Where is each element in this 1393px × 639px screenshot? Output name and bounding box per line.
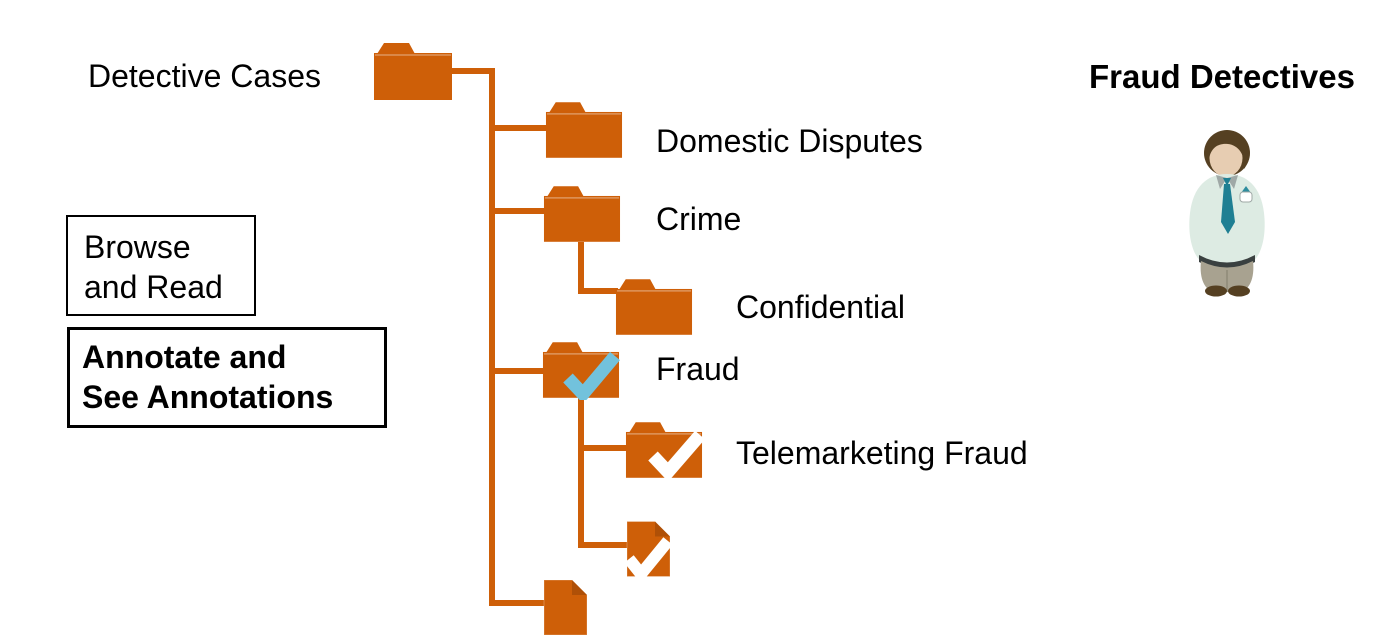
white-check-icon — [645, 430, 707, 478]
tree-node-label: Crime — [656, 201, 742, 237]
tree-root-label: Detective Cases — [88, 58, 321, 94]
annotate-box: Annotate and See Annotations — [67, 327, 387, 428]
tree-node-label: Confidential — [736, 289, 905, 325]
browse-and-read-box: Browse and Read — [66, 215, 256, 316]
folder-icon — [373, 42, 453, 101]
blue-check-icon — [560, 350, 622, 400]
white-check-icon — [622, 536, 674, 580]
annotate-box-line2: See Annotations — [82, 379, 334, 415]
folder-icon — [615, 278, 693, 336]
connector-line — [581, 445, 627, 451]
browse-box-line1: Browse — [84, 229, 191, 265]
connector-line — [452, 68, 495, 74]
connector-line — [578, 398, 584, 548]
connector-line — [492, 368, 544, 374]
browse-box-line2: and Read — [84, 269, 223, 305]
connector-line — [489, 68, 495, 606]
connector-line — [578, 288, 618, 294]
page-title: Fraud Detectives — [1089, 58, 1355, 95]
tree-node-label: Telemarketing Fraud — [736, 435, 1028, 471]
tree-node-label: Domestic Disputes — [656, 123, 923, 159]
connector-line — [492, 208, 545, 214]
document-icon — [542, 579, 588, 636]
connector-line — [492, 600, 544, 606]
fraud-detective-figure — [1180, 129, 1274, 298]
connector-line — [492, 125, 547, 131]
annotate-box-line1: Annotate and — [82, 339, 287, 375]
connector-line — [578, 242, 584, 294]
folder-icon — [543, 185, 621, 243]
tree-node-label: Fraud — [656, 351, 740, 387]
connector-line — [581, 542, 627, 548]
folder-icon — [545, 101, 623, 159]
